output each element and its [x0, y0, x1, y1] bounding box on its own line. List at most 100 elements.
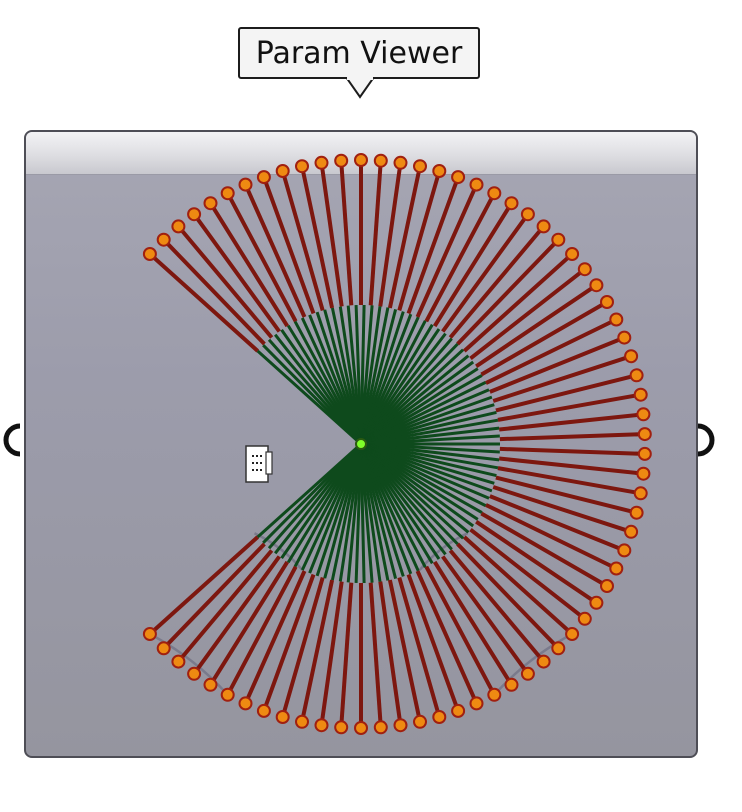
outer-branch	[208, 560, 289, 686]
leaf-node[interactable]	[295, 159, 309, 174]
output-grip-icon[interactable]	[696, 422, 716, 458]
leaf-node[interactable]	[451, 170, 466, 185]
tooltip-label: Param Viewer	[255, 35, 463, 71]
outer-branch	[462, 535, 574, 636]
outer-branch	[415, 183, 479, 318]
leaf-node[interactable]	[629, 505, 644, 520]
inner-branch	[256, 442, 363, 539]
leaf-node[interactable]	[624, 524, 639, 539]
leaf-node[interactable]	[609, 561, 624, 576]
leaf-node[interactable]	[536, 219, 551, 234]
leaf-node[interactable]	[637, 427, 652, 442]
leaf-node[interactable]	[633, 486, 648, 501]
outer-branch	[319, 581, 344, 726]
outer-branch	[176, 549, 274, 663]
leaf-node[interactable]	[609, 312, 624, 327]
leaf-node[interactable]	[314, 155, 329, 170]
leaf-node[interactable]	[171, 654, 186, 669]
leaf-node[interactable]	[256, 170, 271, 185]
leaf-node[interactable]	[393, 155, 408, 170]
leaf-node[interactable]	[187, 666, 202, 681]
leaf-node[interactable]	[451, 703, 466, 718]
outer-branch	[378, 162, 403, 307]
leaf-node[interactable]	[275, 710, 290, 724]
leaf-node[interactable]	[171, 219, 186, 234]
leaf-node[interactable]	[432, 164, 447, 178]
leaf-node[interactable]	[637, 446, 652, 461]
leaf-node[interactable]	[469, 696, 484, 711]
leaf-node[interactable]	[203, 677, 218, 692]
leaf-node[interactable]	[432, 710, 447, 724]
leaf-node[interactable]	[142, 627, 157, 641]
outer-branch	[424, 565, 497, 696]
leaf-node[interactable]	[275, 164, 290, 178]
leaf-node[interactable]	[220, 186, 235, 201]
leaf-node[interactable]	[600, 579, 614, 593]
leaf-node[interactable]	[373, 153, 388, 168]
leaf-node[interactable]	[413, 159, 427, 174]
leaf-node[interactable]	[238, 177, 253, 192]
leaf-node[interactable]	[536, 654, 551, 669]
outer-branch	[225, 192, 298, 323]
outer-branch	[480, 300, 608, 377]
outer-branch	[162, 542, 266, 650]
leaf-node[interactable]	[203, 196, 218, 211]
leaf-node[interactable]	[238, 696, 253, 711]
outer-branch	[148, 535, 260, 636]
leaf-node[interactable]	[589, 595, 604, 610]
leaf-node[interactable]	[551, 641, 566, 656]
leaf-node[interactable]	[551, 232, 566, 247]
leaf-node[interactable]	[636, 466, 651, 481]
outer-branch	[162, 238, 266, 346]
leaf-node[interactable]	[187, 207, 202, 222]
leaf-node[interactable]	[600, 295, 614, 309]
leaf-node[interactable]	[504, 677, 519, 692]
outer-branch	[243, 183, 307, 318]
leaf-node[interactable]	[354, 721, 368, 735]
outer-branch	[456, 238, 560, 346]
leaf-node[interactable]	[565, 627, 580, 641]
leaf-node[interactable]	[393, 718, 408, 733]
leaf-node[interactable]	[334, 153, 349, 168]
leaf-node[interactable]	[624, 349, 639, 364]
outer-branch	[192, 555, 281, 675]
leaf-node[interactable]	[469, 177, 484, 192]
leaf-node[interactable]	[373, 720, 388, 735]
input-grip-icon[interactable]	[2, 422, 22, 458]
leaf-node[interactable]	[334, 720, 349, 735]
leaf-node[interactable]	[354, 153, 368, 167]
leaf-node[interactable]	[617, 330, 632, 345]
leaf-node[interactable]	[577, 611, 592, 626]
outer-branch	[280, 577, 325, 718]
leaf-node[interactable]	[413, 714, 427, 729]
leaf-node[interactable]	[565, 247, 580, 261]
leaf-node[interactable]	[256, 703, 271, 718]
leaf-node[interactable]	[220, 687, 235, 702]
leaf-node[interactable]	[636, 407, 651, 422]
leaf-node[interactable]	[577, 262, 592, 277]
leaf-node[interactable]	[589, 278, 604, 293]
outer-branch	[499, 446, 645, 456]
leaf-node[interactable]	[520, 666, 535, 681]
outer-branch	[499, 432, 645, 442]
leaf-node[interactable]	[295, 714, 309, 729]
outer-branch	[319, 162, 344, 307]
leaf-node[interactable]	[617, 543, 632, 558]
leaf-node[interactable]	[487, 186, 502, 201]
leaf-node[interactable]	[633, 387, 648, 402]
leaf-node[interactable]	[520, 207, 535, 222]
leaf-node[interactable]	[156, 641, 171, 656]
leaf-node[interactable]	[142, 247, 157, 261]
leaf-node[interactable]	[629, 368, 644, 383]
data-tree-icon	[245, 445, 273, 483]
outer-branch	[243, 570, 307, 705]
leaf-node[interactable]	[314, 718, 329, 733]
leaf-node[interactable]	[156, 232, 171, 247]
outer-branch	[469, 528, 587, 621]
root-node-icon[interactable]	[355, 438, 367, 450]
leaf-node[interactable]	[487, 687, 502, 702]
leaf-node[interactable]	[504, 196, 519, 211]
outer-branch	[300, 165, 335, 309]
outer-branch	[441, 213, 530, 333]
outer-branch	[406, 573, 460, 712]
